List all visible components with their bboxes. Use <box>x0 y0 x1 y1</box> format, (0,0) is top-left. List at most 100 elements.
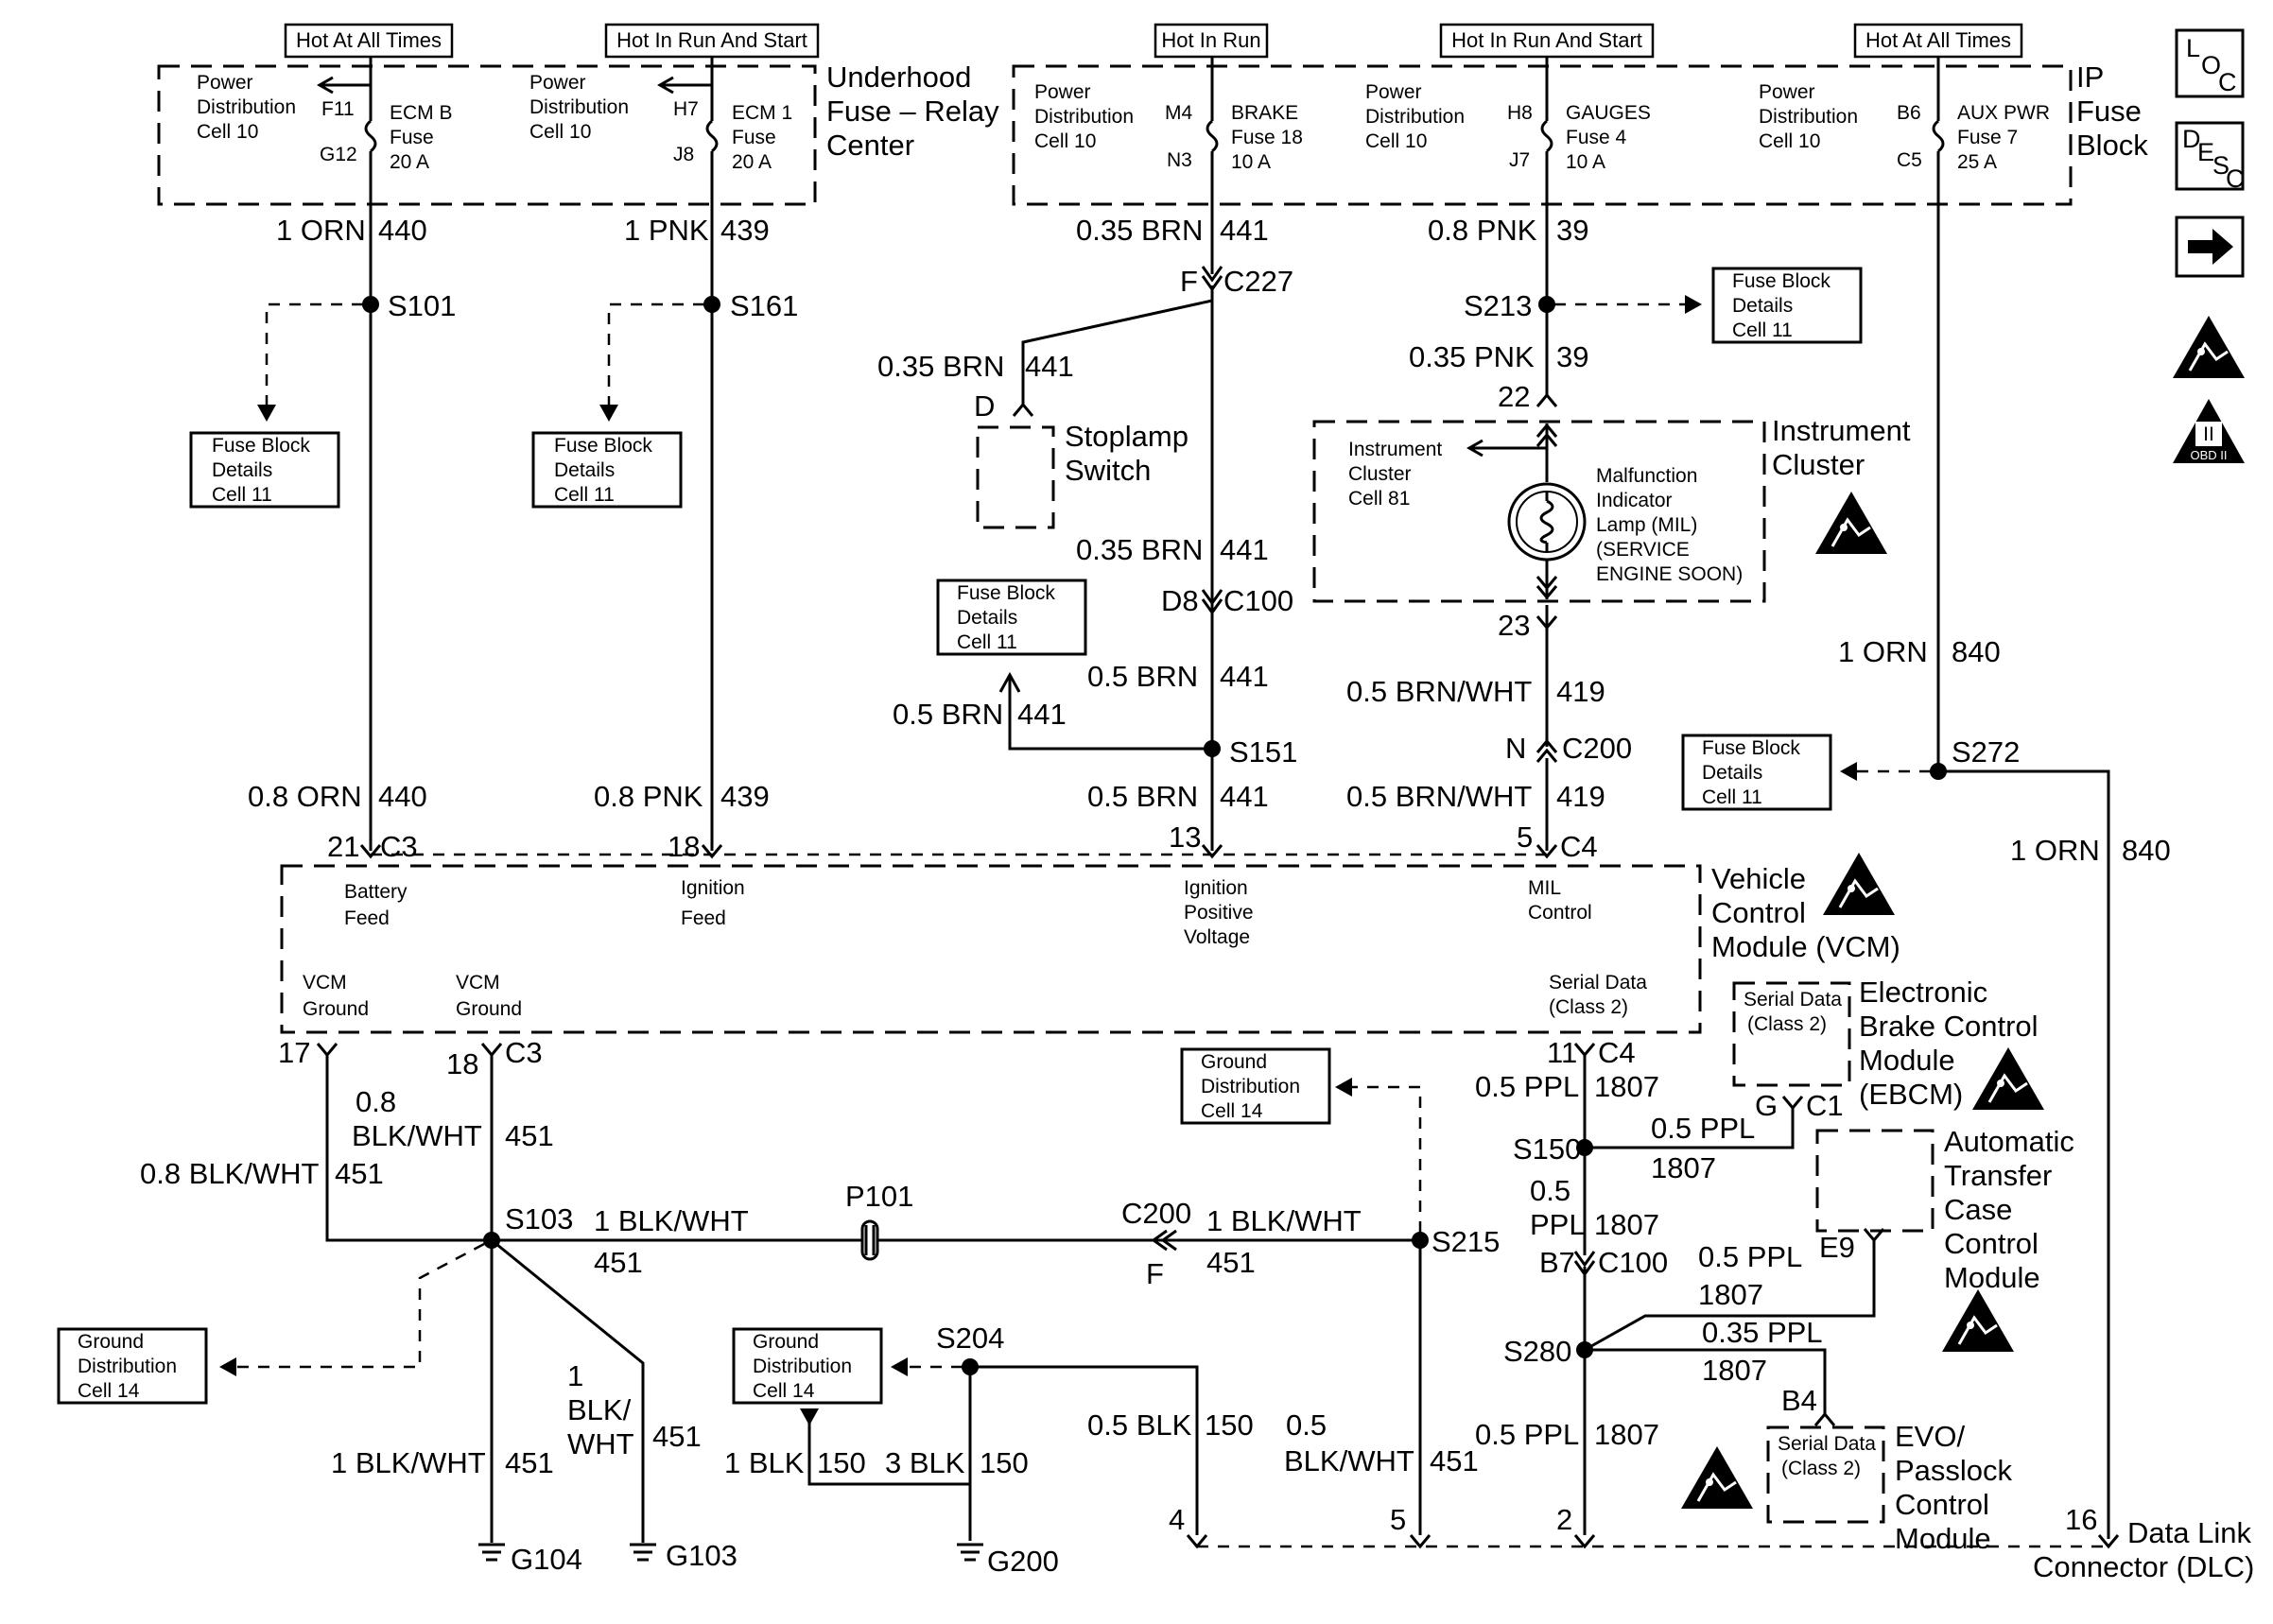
svg-text:Module: Module <box>1895 1522 1991 1555</box>
wire-label: 0.5 BRN <box>1087 660 1198 693</box>
wire-number: 1807 <box>1594 1070 1659 1103</box>
svg-text:Distribution: Distribution <box>78 1356 177 1377</box>
svg-text:Hot At All Times: Hot At All Times <box>296 28 442 52</box>
wire-label: PPL <box>1530 1208 1586 1241</box>
svg-text:(Class 2): (Class 2) <box>1747 1013 1827 1035</box>
svg-text:5: 5 <box>1390 1503 1406 1536</box>
svg-text:Hot In Run: Hot In Run <box>1161 28 1260 52</box>
svg-text:J7: J7 <box>1509 149 1530 171</box>
wire-number: 150 <box>1205 1408 1254 1442</box>
wire-label: 0.5 PPL <box>1651 1112 1755 1145</box>
svg-text:BRAKE: BRAKE <box>1231 102 1298 124</box>
svg-text:Fuse Block: Fuse Block <box>1702 737 1800 759</box>
loc-icon[interactable]: L O C <box>2175 28 2245 98</box>
svg-text:C200: C200 <box>1562 732 1632 765</box>
svg-text:Hot In Run And Start: Hot In Run And Start <box>616 28 807 52</box>
wire-number: 441 <box>1220 780 1269 813</box>
wire-label: 0.35 PNK <box>1409 340 1535 373</box>
svg-text:Fuse Block: Fuse Block <box>1732 270 1831 292</box>
wire-number: 150 <box>817 1446 866 1479</box>
svg-text:Cluster: Cluster <box>1772 448 1865 481</box>
svg-text:Cell 11: Cell 11 <box>554 484 615 506</box>
svg-text:Ground: Ground <box>78 1331 144 1353</box>
svg-text:Fuse: Fuse <box>2076 95 2142 128</box>
svg-text:Fuse 4: Fuse 4 <box>1566 127 1627 148</box>
wire-number: 451 <box>594 1246 643 1279</box>
fuse-ecm1: Power Distribution Cell 10 H7 J8 ECM 1 F… <box>529 72 792 173</box>
connector-c100: D8 C100 <box>1161 584 1293 617</box>
wire-number: 441 <box>1220 214 1269 247</box>
splice-p101: P101 <box>845 1180 913 1261</box>
svg-text:Distribution: Distribution <box>1201 1076 1300 1097</box>
svg-text:441: 441 <box>1017 698 1067 731</box>
wire-number: 441 <box>1025 350 1074 383</box>
ground-distribution-1: Ground Distribution Cell 14 <box>1180 1047 1331 1125</box>
hot-label-aux: Hot At All Times <box>1853 23 2023 59</box>
desc-icon[interactable]: D E S C <box>2175 121 2245 193</box>
svg-text:(EBCM): (EBCM) <box>1859 1078 1963 1111</box>
svg-text:Cell 10: Cell 10 <box>1759 130 1820 152</box>
svg-text:Hot At All Times: Hot At All Times <box>1865 28 2011 52</box>
svg-text:N3: N3 <box>1167 149 1192 171</box>
svg-text:Ground: Ground <box>303 998 369 1020</box>
connector-c200-f: C200 F <box>1121 1197 1191 1290</box>
svg-text:C4: C4 <box>1560 830 1598 863</box>
svg-text:Control: Control <box>1944 1227 2039 1260</box>
wire-number: 1807 <box>1702 1354 1767 1387</box>
hot-label-ecm1: Hot In Run And Start <box>604 23 820 59</box>
hot-label-gauges: Hot In Run And Start <box>1439 23 1655 59</box>
svg-text:Details: Details <box>554 459 615 481</box>
fuse-block-details-2: Fuse Block Details Cell 11 <box>531 431 683 509</box>
data-link-connector: 4 5 2 16 Data Link Connector (DLC) <box>1169 1503 2254 1583</box>
svg-text:Feed: Feed <box>681 907 726 929</box>
svg-text:Vehicle: Vehicle <box>1711 862 1806 895</box>
fuse-gauges: Power Distribution Cell 10 H8 J7 GAUGES … <box>1365 81 1651 173</box>
svg-text:G104: G104 <box>511 1543 582 1576</box>
wire-label: 1 BLK/WHT <box>331 1446 486 1479</box>
svg-text:F: F <box>1180 265 1198 298</box>
svg-text:Positive: Positive <box>1184 902 1254 924</box>
svg-text:G103: G103 <box>666 1539 737 1572</box>
wire-label: 0.5 BRN/WHT <box>1346 675 1532 708</box>
svg-text:E: E <box>2197 138 2214 166</box>
svg-text:Power: Power <box>1034 81 1091 103</box>
svg-text:VCM: VCM <box>456 972 500 993</box>
wire-number: 1807 <box>1698 1278 1763 1311</box>
svg-text:C1: C1 <box>1806 1089 1844 1122</box>
svg-text:C3: C3 <box>380 830 418 863</box>
svg-text:S: S <box>2212 151 2230 180</box>
svg-text:Ground: Ground <box>456 998 522 1020</box>
svg-text:C3: C3 <box>505 1036 543 1069</box>
wire-number: 451 <box>505 1446 554 1479</box>
wire-number: 451 <box>1430 1444 1479 1477</box>
svg-text:F11: F11 <box>321 98 355 120</box>
svg-text:Cell 11: Cell 11 <box>212 484 272 506</box>
svg-text:F: F <box>1146 1257 1164 1290</box>
svg-text:Cell 10: Cell 10 <box>529 121 591 143</box>
svg-text:C5: C5 <box>1897 149 1922 171</box>
svg-text:Power: Power <box>1365 81 1422 103</box>
wire-number: 840 <box>1952 635 2001 668</box>
svg-text:2: 2 <box>1556 1503 1572 1536</box>
arrow-right-icon[interactable] <box>2175 216 2245 278</box>
svg-text:Cell 10: Cell 10 <box>197 121 258 143</box>
wire-number: 451 <box>652 1420 702 1453</box>
wire-label: 0.5 PPL <box>1475 1418 1579 1451</box>
wire-number: 840 <box>2122 834 2171 867</box>
svg-text:Electronic: Electronic <box>1859 976 1987 1009</box>
vcm-label: Vehicle Control Module (VCM) <box>1711 851 1900 963</box>
svg-text:16: 16 <box>2065 1503 2097 1536</box>
svg-text:Serial Data: Serial Data <box>1744 989 1842 1011</box>
svg-text:Distribution: Distribution <box>753 1356 852 1377</box>
svg-text:Battery: Battery <box>344 881 408 903</box>
svg-text:Cell 11: Cell 11 <box>1702 786 1762 808</box>
wire-number: 439 <box>720 214 770 247</box>
instrument-cluster: 22 Instrument Cluster Cell 81 Malfunctio… <box>1312 380 1911 603</box>
svg-text:S150: S150 <box>1513 1132 1581 1166</box>
svg-text:Case: Case <box>1944 1193 2012 1226</box>
svg-text:E9: E9 <box>1819 1231 1855 1264</box>
wire-label: 1 PNK <box>624 214 709 247</box>
svg-text:Details: Details <box>957 607 1017 629</box>
svg-text:Cell 10: Cell 10 <box>1365 130 1427 152</box>
svg-text:Feed: Feed <box>344 907 390 929</box>
